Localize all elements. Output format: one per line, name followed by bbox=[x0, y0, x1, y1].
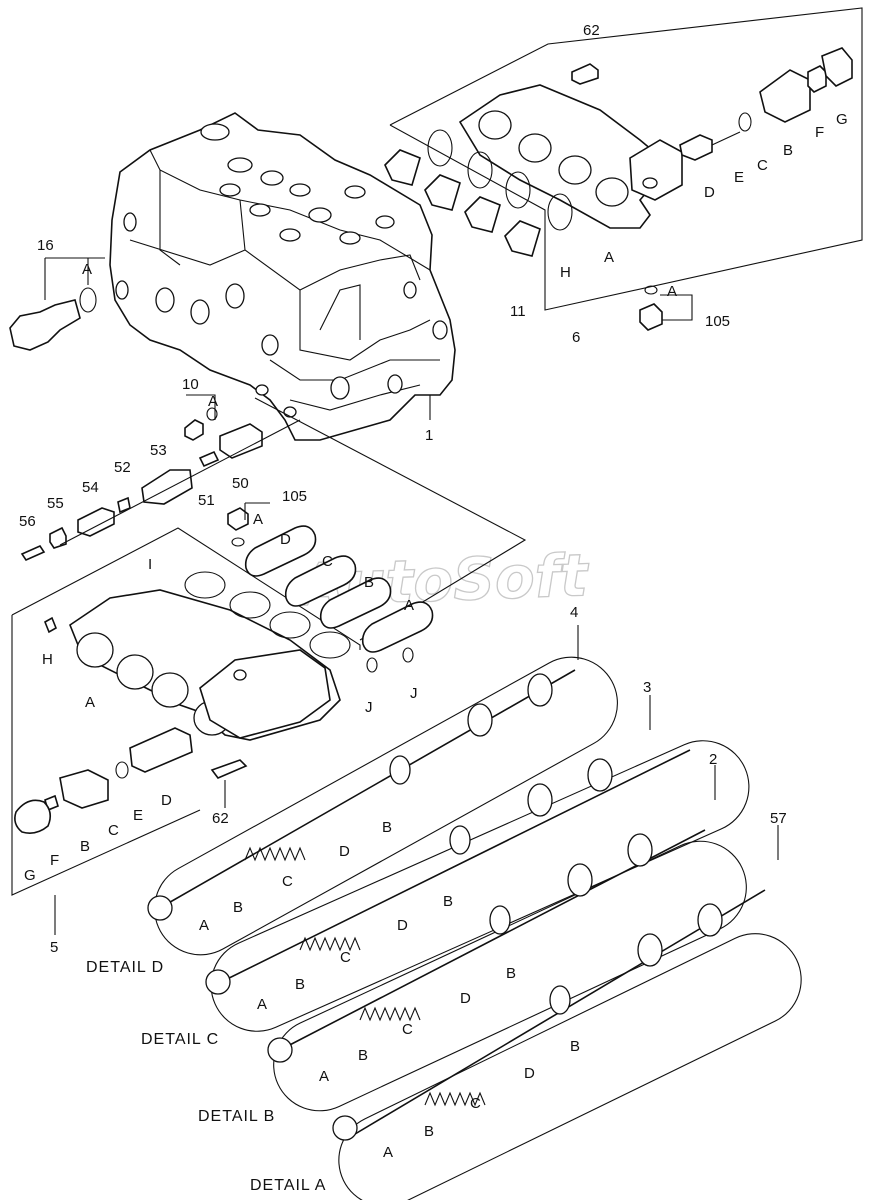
callout-56: 56 bbox=[19, 513, 36, 530]
callout-h-top: H bbox=[560, 264, 571, 281]
detail-c-label-b1: B bbox=[295, 976, 305, 993]
detail-c: A B C D B DETAIL C bbox=[141, 893, 453, 1048]
detail-a-label-b2: B bbox=[570, 1038, 580, 1055]
callout-g-mid: G bbox=[24, 867, 36, 884]
callout-g-top: G bbox=[836, 111, 848, 128]
callout-5: 5 bbox=[50, 939, 58, 956]
detail-d: A B C D B DETAIL D bbox=[86, 819, 392, 976]
detail-c-label-b2: B bbox=[443, 893, 453, 910]
callout-f-mid: F bbox=[50, 852, 59, 869]
detail-b: A B C D B DETAIL B bbox=[198, 965, 516, 1125]
plug-16 bbox=[9, 287, 97, 351]
detail-d-label-a: A bbox=[199, 917, 209, 934]
detail-a-label-b1: B bbox=[424, 1123, 434, 1140]
callout-57: 57 bbox=[770, 810, 787, 827]
top-cover-assembly bbox=[384, 7, 863, 331]
detail-d-label-b1: B bbox=[233, 899, 243, 916]
callout-52: 52 bbox=[114, 459, 131, 476]
callout-labels: 62 16 A 10 A 1 11 H A 6 D E C B F G A 10… bbox=[19, 22, 848, 956]
callout-a-mid-cover: A bbox=[85, 694, 95, 711]
valve-body bbox=[109, 112, 456, 441]
detail-b-label-d: D bbox=[460, 990, 471, 1007]
small-parts-row bbox=[20, 407, 263, 562]
callout-a-105-top: A bbox=[667, 283, 677, 300]
detail-c-label-d: D bbox=[397, 917, 408, 934]
mid-cover-assembly bbox=[11, 507, 434, 896]
callout-105-top: 105 bbox=[705, 313, 730, 330]
callout-h-mid: H bbox=[42, 651, 53, 668]
callout-e-mid: E bbox=[133, 807, 143, 824]
callout-b-pill: B bbox=[364, 574, 374, 591]
callout-62-top: 62 bbox=[583, 22, 600, 39]
callout-55: 55 bbox=[47, 495, 64, 512]
callout-j1: J bbox=[365, 699, 373, 716]
callout-b-mid: B bbox=[80, 838, 90, 855]
capsule-detail-b bbox=[273, 840, 747, 1112]
callout-i-mid: I bbox=[148, 556, 152, 573]
detail-d-label-d: D bbox=[339, 843, 350, 860]
callout-a-pill: A bbox=[404, 597, 414, 614]
detail-b-label-a: A bbox=[319, 1068, 329, 1085]
callout-c-pill: C bbox=[322, 553, 333, 570]
callout-16: 16 bbox=[37, 237, 54, 254]
detail-a: A B C D B DETAIL A bbox=[250, 1038, 580, 1194]
callout-d-mid: D bbox=[161, 792, 172, 809]
callout-10: 10 bbox=[182, 376, 199, 393]
callout-f-top: F bbox=[815, 124, 824, 141]
callout-50: 50 bbox=[232, 475, 249, 492]
valve-body-ports bbox=[115, 123, 448, 418]
callout-d-pill: D bbox=[280, 531, 291, 548]
detail-a-title: DETAIL A bbox=[250, 1177, 326, 1194]
detail-a-label-d: D bbox=[524, 1065, 535, 1082]
callout-54: 54 bbox=[82, 479, 99, 496]
callout-e-top: E bbox=[734, 169, 744, 186]
detail-c-title: DETAIL C bbox=[141, 1031, 219, 1048]
callout-53: 53 bbox=[150, 442, 167, 459]
callout-3: 3 bbox=[643, 679, 651, 696]
detail-a-label-c: C bbox=[470, 1095, 481, 1112]
detail-b-label-c: C bbox=[402, 1021, 413, 1038]
callout-a-10: A bbox=[208, 393, 218, 410]
callout-1: 1 bbox=[425, 427, 433, 444]
callout-4: 4 bbox=[570, 604, 578, 621]
spool-capsules bbox=[147, 656, 802, 1200]
callout-11: 11 bbox=[510, 303, 526, 320]
callout-51: 51 bbox=[198, 492, 215, 509]
detail-d-title: DETAIL D bbox=[86, 959, 164, 976]
detail-d-label-b2: B bbox=[382, 819, 392, 836]
leader-lines bbox=[44, 257, 779, 935]
callout-a-105-mid: A bbox=[253, 511, 263, 528]
detail-b-label-b2: B bbox=[506, 965, 516, 982]
callout-c-mid: C bbox=[108, 822, 119, 839]
capsule-detail-d bbox=[154, 656, 618, 956]
detail-a-label-a: A bbox=[383, 1144, 393, 1161]
callout-6: 6 bbox=[572, 329, 580, 346]
callout-a-top-cover: A bbox=[604, 249, 614, 266]
detail-b-label-b1: B bbox=[358, 1047, 368, 1064]
callout-b-top: B bbox=[783, 142, 793, 159]
detail-c-label-a: A bbox=[257, 996, 267, 1013]
detail-c-label-c: C bbox=[340, 949, 351, 966]
callout-105-mid: 105 bbox=[282, 488, 307, 505]
capsule-detail-a bbox=[338, 933, 802, 1200]
callout-2: 2 bbox=[709, 751, 717, 768]
detail-d-label-c: C bbox=[282, 873, 293, 890]
callout-62-mid: 62 bbox=[212, 810, 229, 827]
callout-a-16: A bbox=[82, 261, 92, 278]
callout-d-top: D bbox=[704, 184, 715, 201]
detail-b-title: DETAIL B bbox=[198, 1108, 275, 1125]
callout-c-top: C bbox=[757, 157, 768, 174]
callout-j2: J bbox=[410, 685, 418, 702]
